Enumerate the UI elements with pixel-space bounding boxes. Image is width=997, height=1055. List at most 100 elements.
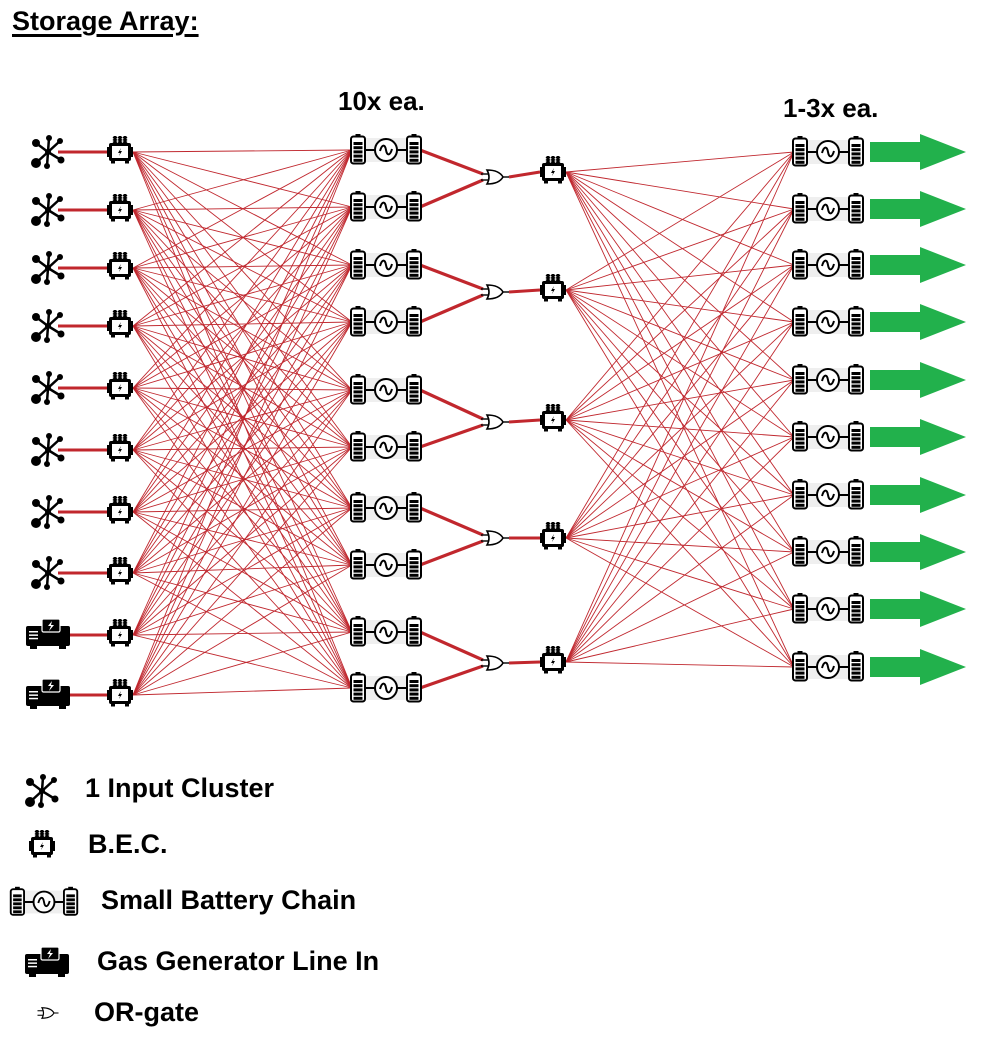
- mesh-wire-left: [132, 572, 353, 633]
- input-cluster-icon: [31, 433, 65, 467]
- output-arrow: [870, 191, 966, 227]
- bec-icon: [540, 156, 566, 184]
- or-to-bec-wire: [508, 170, 541, 179]
- legend-label-or-gate: OR-gate: [94, 997, 200, 1027]
- mesh-wire-left: [132, 149, 353, 574]
- mesh-wire-left: [132, 389, 353, 451]
- mesh-wire-right: [565, 151, 795, 539]
- battery-chain-icon: [350, 249, 422, 280]
- input-cluster-icon: [31, 556, 65, 590]
- legend-label-input-cluster: 1 Input Cluster: [85, 773, 275, 803]
- wire-layer: [58, 148, 795, 697]
- mesh-wire-right: [565, 289, 795, 668]
- right-column-label: 1-3x ea.: [783, 93, 879, 123]
- mesh-wire-left: [132, 321, 353, 451]
- mesh-wire-left: [132, 389, 353, 696]
- mesh-wire-left: [132, 206, 353, 389]
- mesh-wire-left: [132, 264, 353, 574]
- output-arrow: [870, 591, 966, 627]
- mesh-wire-left: [132, 151, 353, 391]
- mesh-wire-left: [132, 149, 353, 389]
- legend-label-gas-generator: Gas Generator Line In: [97, 946, 380, 976]
- mesh-wire-right: [565, 419, 795, 496]
- mesh-wire-right: [565, 321, 795, 663]
- output-arrow: [870, 419, 966, 455]
- mesh-wire-left: [132, 149, 353, 513]
- input-cluster-icon: [31, 371, 65, 405]
- chain-to-or-wire: [419, 388, 484, 421]
- legend-bec-icon: [29, 830, 55, 858]
- mesh-wire-left: [132, 631, 353, 696]
- input-cluster-icon: [31, 193, 65, 227]
- or-gate-icon: [481, 284, 509, 300]
- legend-input-cluster-icon: [25, 774, 59, 808]
- mesh-wire-right: [565, 171, 795, 553]
- mesh-wire-left: [132, 206, 353, 636]
- mesh-wire-right: [565, 419, 795, 610]
- battery-chain-icon: [350, 492, 422, 523]
- output-arrow: [870, 534, 966, 570]
- mesh-wire-left: [132, 321, 353, 696]
- mesh-wire-right: [565, 171, 795, 323]
- bec-icon: [107, 557, 133, 585]
- chain-to-or-wire: [419, 506, 484, 537]
- mesh-wire-left: [132, 151, 353, 509]
- mesh-wire-right: [565, 661, 795, 668]
- legend-battery-chain-icon: [9, 886, 79, 916]
- input-cluster-icon: [31, 495, 65, 529]
- mesh-wire-right: [565, 419, 795, 553]
- gas-generator-icon: [26, 618, 70, 649]
- mesh-wire-left: [132, 264, 353, 451]
- chain-to-or-wire: [419, 664, 484, 690]
- mesh-wire-left: [132, 321, 353, 327]
- mesh-wire-right: [565, 208, 795, 291]
- mesh-wire-right: [565, 264, 795, 539]
- mesh-wire-left: [132, 446, 353, 574]
- battery-chain-icon: [792, 193, 864, 224]
- mesh-wire-left: [132, 387, 353, 689]
- mesh-wire-left: [132, 389, 353, 574]
- battery-chain-icon: [350, 374, 422, 405]
- or-gate-icon: [481, 530, 509, 546]
- or-to-bec-wire: [508, 660, 541, 665]
- chain-to-or-wire: [419, 148, 484, 176]
- bec-icon: [540, 404, 566, 432]
- mesh-wire-right: [565, 379, 795, 663]
- mesh-wire-right: [565, 264, 795, 291]
- mesh-wire-left: [132, 321, 353, 389]
- or-gate-icon: [481, 655, 509, 671]
- bec-icon: [540, 522, 566, 550]
- mesh-wire-left: [132, 321, 353, 513]
- mesh-wire-left: [132, 149, 353, 269]
- mesh-wire-right: [565, 537, 795, 668]
- battery-chain-icon: [350, 134, 422, 165]
- mesh-wire-right: [565, 264, 795, 663]
- or-to-bec-wire: [508, 418, 541, 424]
- output-arrow: [870, 134, 966, 170]
- mesh-wire-right: [565, 171, 795, 210]
- or-gate-icon: [481, 169, 509, 185]
- bec-icon: [540, 274, 566, 302]
- battery-chain-icon: [792, 593, 864, 624]
- mesh-wire-left: [132, 264, 353, 513]
- or-to-bec-wire: [508, 288, 541, 294]
- chain-to-or-wire: [419, 539, 484, 567]
- mesh-wire-left: [132, 149, 353, 153]
- mesh-wire-left: [132, 149, 353, 696]
- mesh-wire-right: [565, 436, 795, 539]
- battery-chain-icon: [350, 549, 422, 580]
- mesh-wire-left: [132, 446, 353, 696]
- mesh-wire-right: [565, 151, 795, 173]
- gas-generator-icon: [26, 678, 70, 709]
- mesh-wire-right: [565, 289, 795, 323]
- mesh-wire-right: [565, 171, 795, 266]
- battery-chain-icon: [792, 536, 864, 567]
- bec-icon: [107, 194, 133, 222]
- mesh-wire-left: [132, 449, 353, 566]
- legend-label-bec: B.E.C.: [88, 829, 168, 859]
- mesh-wire-right: [565, 289, 795, 496]
- mesh-wire-right: [565, 494, 795, 663]
- battery-chain-icon: [350, 191, 422, 222]
- mesh-wire-left: [132, 564, 353, 696]
- mesh-wire-left: [132, 387, 353, 566]
